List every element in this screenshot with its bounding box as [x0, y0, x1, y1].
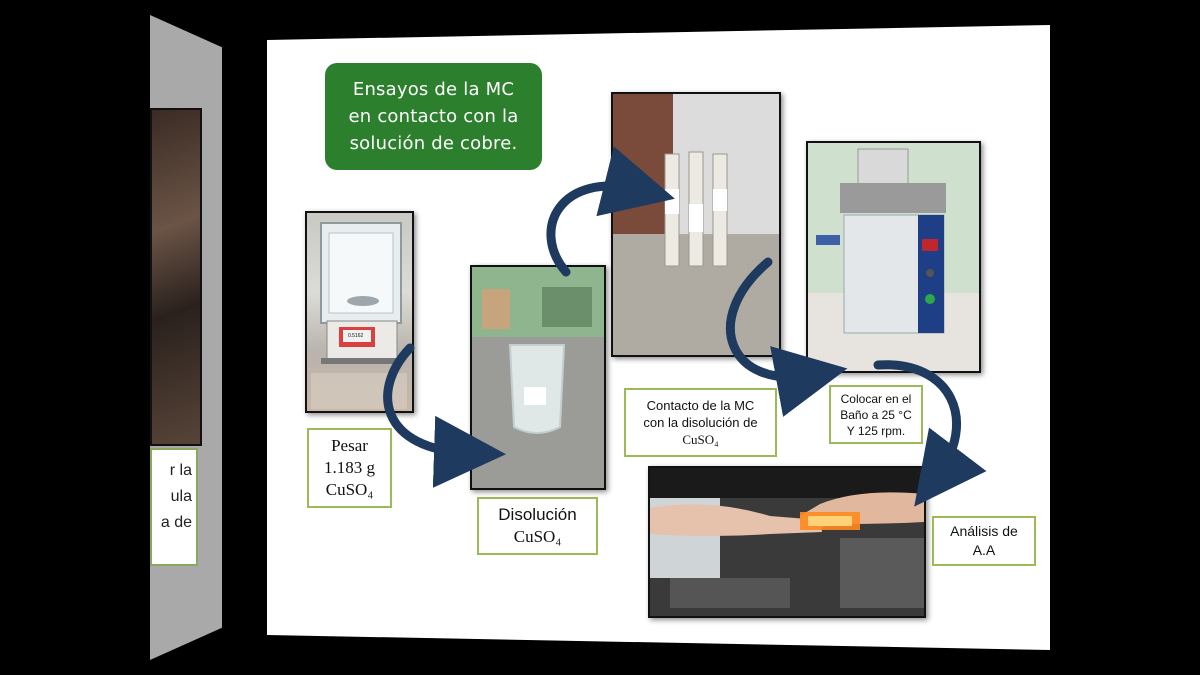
step-label-line: Pesar [331, 436, 368, 455]
slide-title: Ensayos de la MC en contacto con la solu… [325, 63, 542, 170]
step-label-line: Análisis de [950, 523, 1018, 539]
step-label-line: Disolución [498, 505, 577, 524]
step-label-line: Y 125 rpm. [846, 423, 906, 438]
step-label-line: Baño a 25 °C [840, 407, 912, 422]
previous-slide-text: r la ula a de [160, 462, 192, 531]
beaker-photo [470, 265, 606, 490]
balance-display-value: 0.5162 [348, 333, 364, 339]
aa-analysis-photo [648, 466, 926, 618]
aa-analysis-drawing [650, 468, 924, 616]
step-label-line: CuSO₄ [325, 480, 374, 499]
step-label-line: CuSO₄ [513, 527, 562, 546]
step-label-line: 1.183 g [324, 458, 375, 477]
step-label-weigh: Pesar 1.183 g CuSO₄ [307, 428, 392, 508]
step-label-bath: Colocar en el Baño a 25 °C Y 125 rpm. [829, 385, 923, 444]
balance-drawing [311, 222, 407, 409]
balance-photo: 0.5162 [305, 211, 414, 413]
step-label-line: A.A [972, 542, 996, 558]
step-label-contact: Contacto de la MC con la disolución de C… [624, 388, 777, 457]
arrow-2 [546, 146, 675, 277]
step-label-line: con la disolución de [643, 415, 758, 430]
step-label-line: Contacto de la MC [646, 398, 755, 413]
water-bath-photo [806, 141, 981, 373]
arrow-4 [873, 360, 987, 507]
step-label-analysis: Análisis de A.A [932, 516, 1036, 566]
step-label-dissolution: Disolución CuSO₄ [477, 497, 598, 555]
arrow-1 [383, 343, 506, 488]
previous-slide-photo [150, 108, 202, 446]
arrow-3 [725, 257, 848, 417]
step-label-line: CuSO₄ [682, 432, 719, 447]
step-label-line: Colocar en el [840, 391, 912, 406]
tubes-photo [611, 92, 781, 357]
tubes-drawing [613, 94, 779, 355]
previous-slide-label: r la ula a de [150, 448, 198, 566]
water-bath-drawing [808, 143, 979, 371]
